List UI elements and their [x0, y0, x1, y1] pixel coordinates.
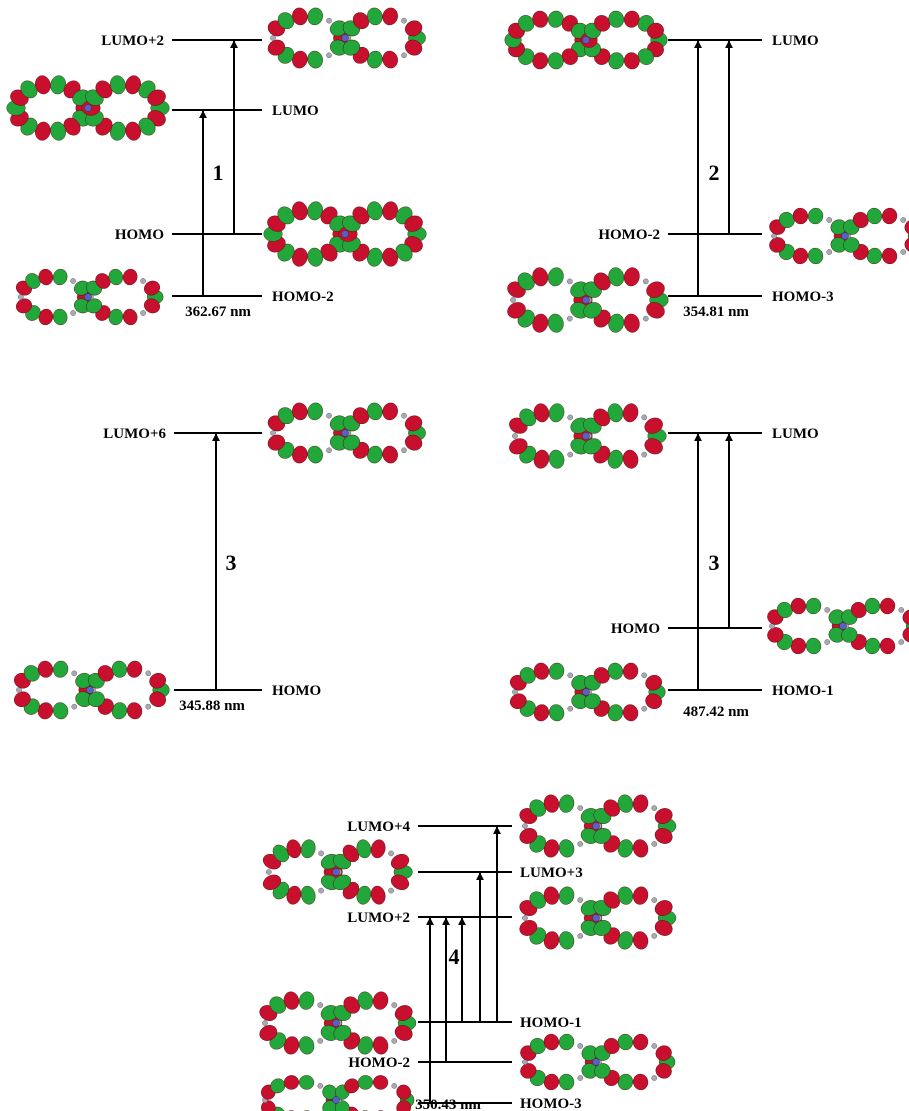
level-label-homo1: HOMO-1: [772, 683, 834, 699]
level-label-lumo4: LUMO+4: [347, 819, 410, 835]
orbital-homo2-image: [520, 1033, 676, 1091]
transition-number: 4: [449, 944, 460, 969]
orbital-lumo-image: [6, 75, 170, 141]
orbital-homo-image: [263, 201, 427, 267]
level-label-lumo: LUMO: [772, 33, 819, 49]
panel-p4: LUMO HOMO HOMO-1 3 487.42 nm: [509, 403, 909, 722]
orbital-homo1-image: [509, 662, 666, 722]
orbital-lumo2-image: [267, 7, 426, 69]
level-label-homo1: HOMO-1: [520, 1015, 582, 1031]
level-label-homo: HOMO: [272, 683, 321, 699]
level-label-homo2: HOMO-2: [598, 227, 660, 243]
transition-number: 3: [709, 550, 720, 575]
level-label-homo2: HOMO-2: [272, 289, 334, 305]
level-label-lumo2: LUMO+2: [101, 33, 164, 49]
level-label-lumo2: LUMO+2: [347, 910, 410, 926]
orbital-homo-image: [767, 597, 909, 655]
orbital-homo1-image: [259, 991, 417, 1055]
orbital-homo3-image: [261, 1075, 415, 1111]
level-label-homo: HOMO: [115, 227, 164, 243]
level-label-homo3: HOMO-3: [772, 289, 834, 305]
level-label-homo: HOMO: [611, 621, 660, 637]
level-label-homo3: HOMO-3: [520, 1096, 582, 1111]
orbital-homo2-image: [15, 268, 164, 326]
level-label-lumo6: LUMO+6: [103, 426, 166, 442]
transition-number: 2: [709, 160, 720, 185]
level-label-lumo: LUMO: [272, 103, 319, 119]
transition-wavelength: 354.81 nm: [683, 304, 749, 320]
transition-wavelength: 487.42 nm: [683, 704, 749, 720]
orbital-lumo2-image: [519, 886, 677, 950]
level-label-lumo: LUMO: [772, 426, 819, 442]
level-label-homo2: HOMO-2: [348, 1055, 410, 1071]
orbital-homo-image: [13, 660, 170, 720]
level-label-lumo3: LUMO+3: [520, 865, 583, 881]
orbital-homo2-image: [769, 207, 909, 265]
orbital-homo3-image: [507, 267, 669, 333]
orbital-lumo3-image: [262, 839, 413, 905]
transition-wavelength: 350.43 nm: [415, 1097, 481, 1111]
orbital-lumo-image: [504, 10, 668, 70]
transition-wavelength: 362.67 nm: [185, 304, 251, 320]
transition-number: 1: [213, 160, 224, 185]
transition-wavelength: 345.88 nm: [179, 698, 245, 714]
orbital-lumo-image: [509, 403, 667, 469]
transition-number: 3: [226, 550, 237, 575]
orbital-lumo6-image: [267, 402, 426, 464]
orbital-lumo4-image: [519, 794, 677, 858]
